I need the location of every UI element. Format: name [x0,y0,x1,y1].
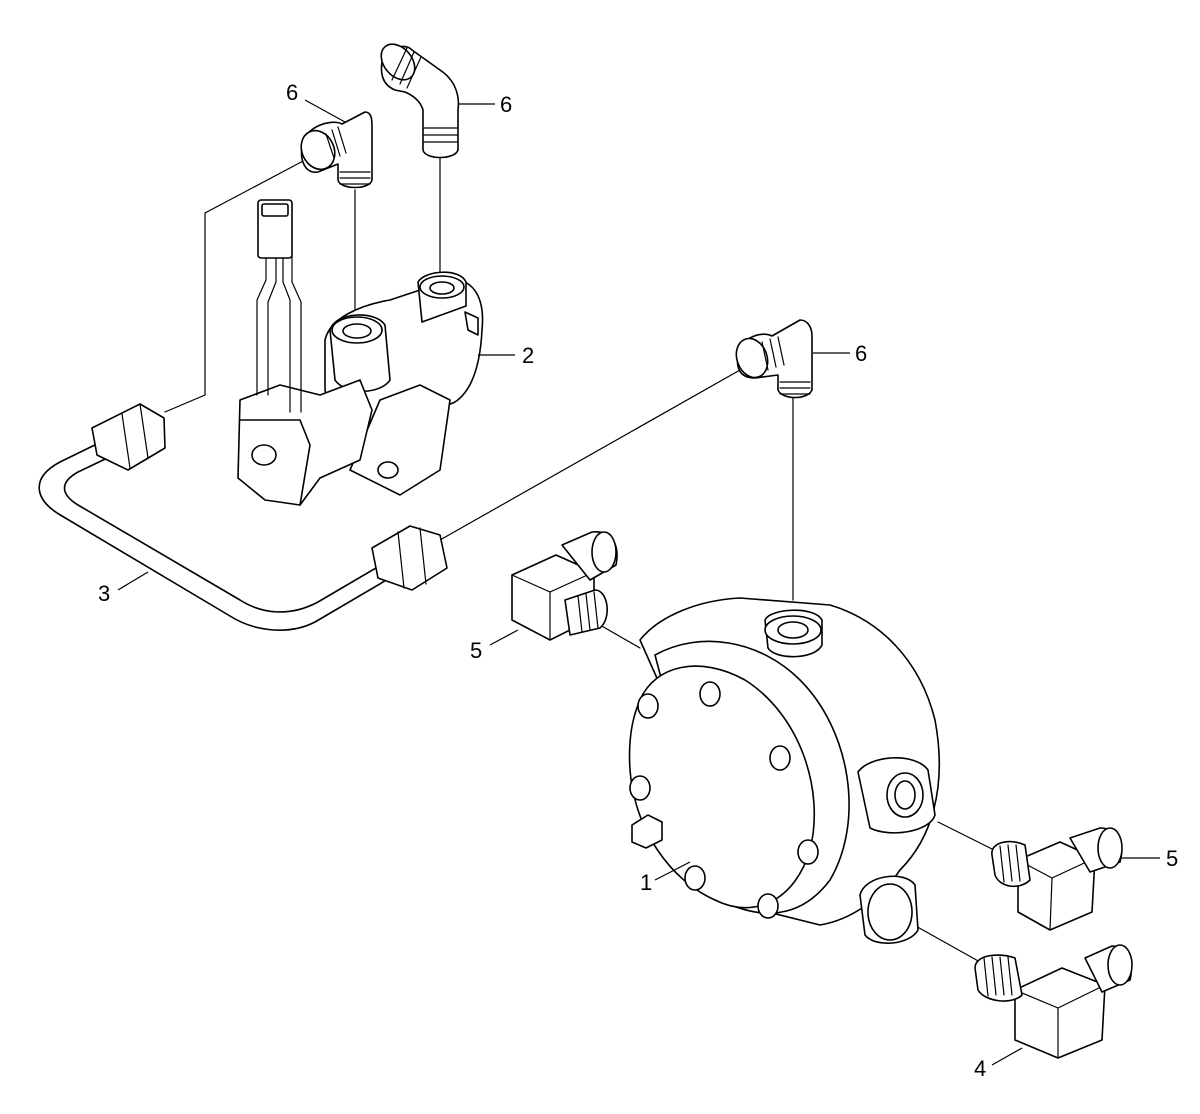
elbow-connector-part-4 [974,944,1133,1059]
solenoid-valve-part-2 [237,199,484,506]
elbow-connector-part-5-left [511,531,618,641]
elbow-fitting-part-6-middle [735,319,813,399]
callout-2: 2 [522,343,534,368]
callout-6-top-right: 6 [500,92,512,117]
callout-labels: 6 6 2 6 3 5 5 1 4 [98,80,1178,1081]
callout-5-right: 5 [1166,846,1178,871]
callout-3: 3 [98,581,110,606]
elbow-fitting-part-6-top-left [300,111,373,189]
elbow-connector-part-5-right [991,827,1123,931]
callout-6-middle: 6 [855,341,867,366]
pipe-part-3 [38,403,448,631]
callout-6-top-left: 6 [286,80,298,105]
alignment-lines [164,149,999,963]
callout-leaders [117,99,1160,1066]
elbow-fitting-part-6-top-right [380,43,460,159]
callout-4: 4 [974,1056,986,1081]
callout-5-left: 5 [470,638,482,663]
callout-1: 1 [640,870,652,895]
regulator-part-1 [628,597,941,945]
